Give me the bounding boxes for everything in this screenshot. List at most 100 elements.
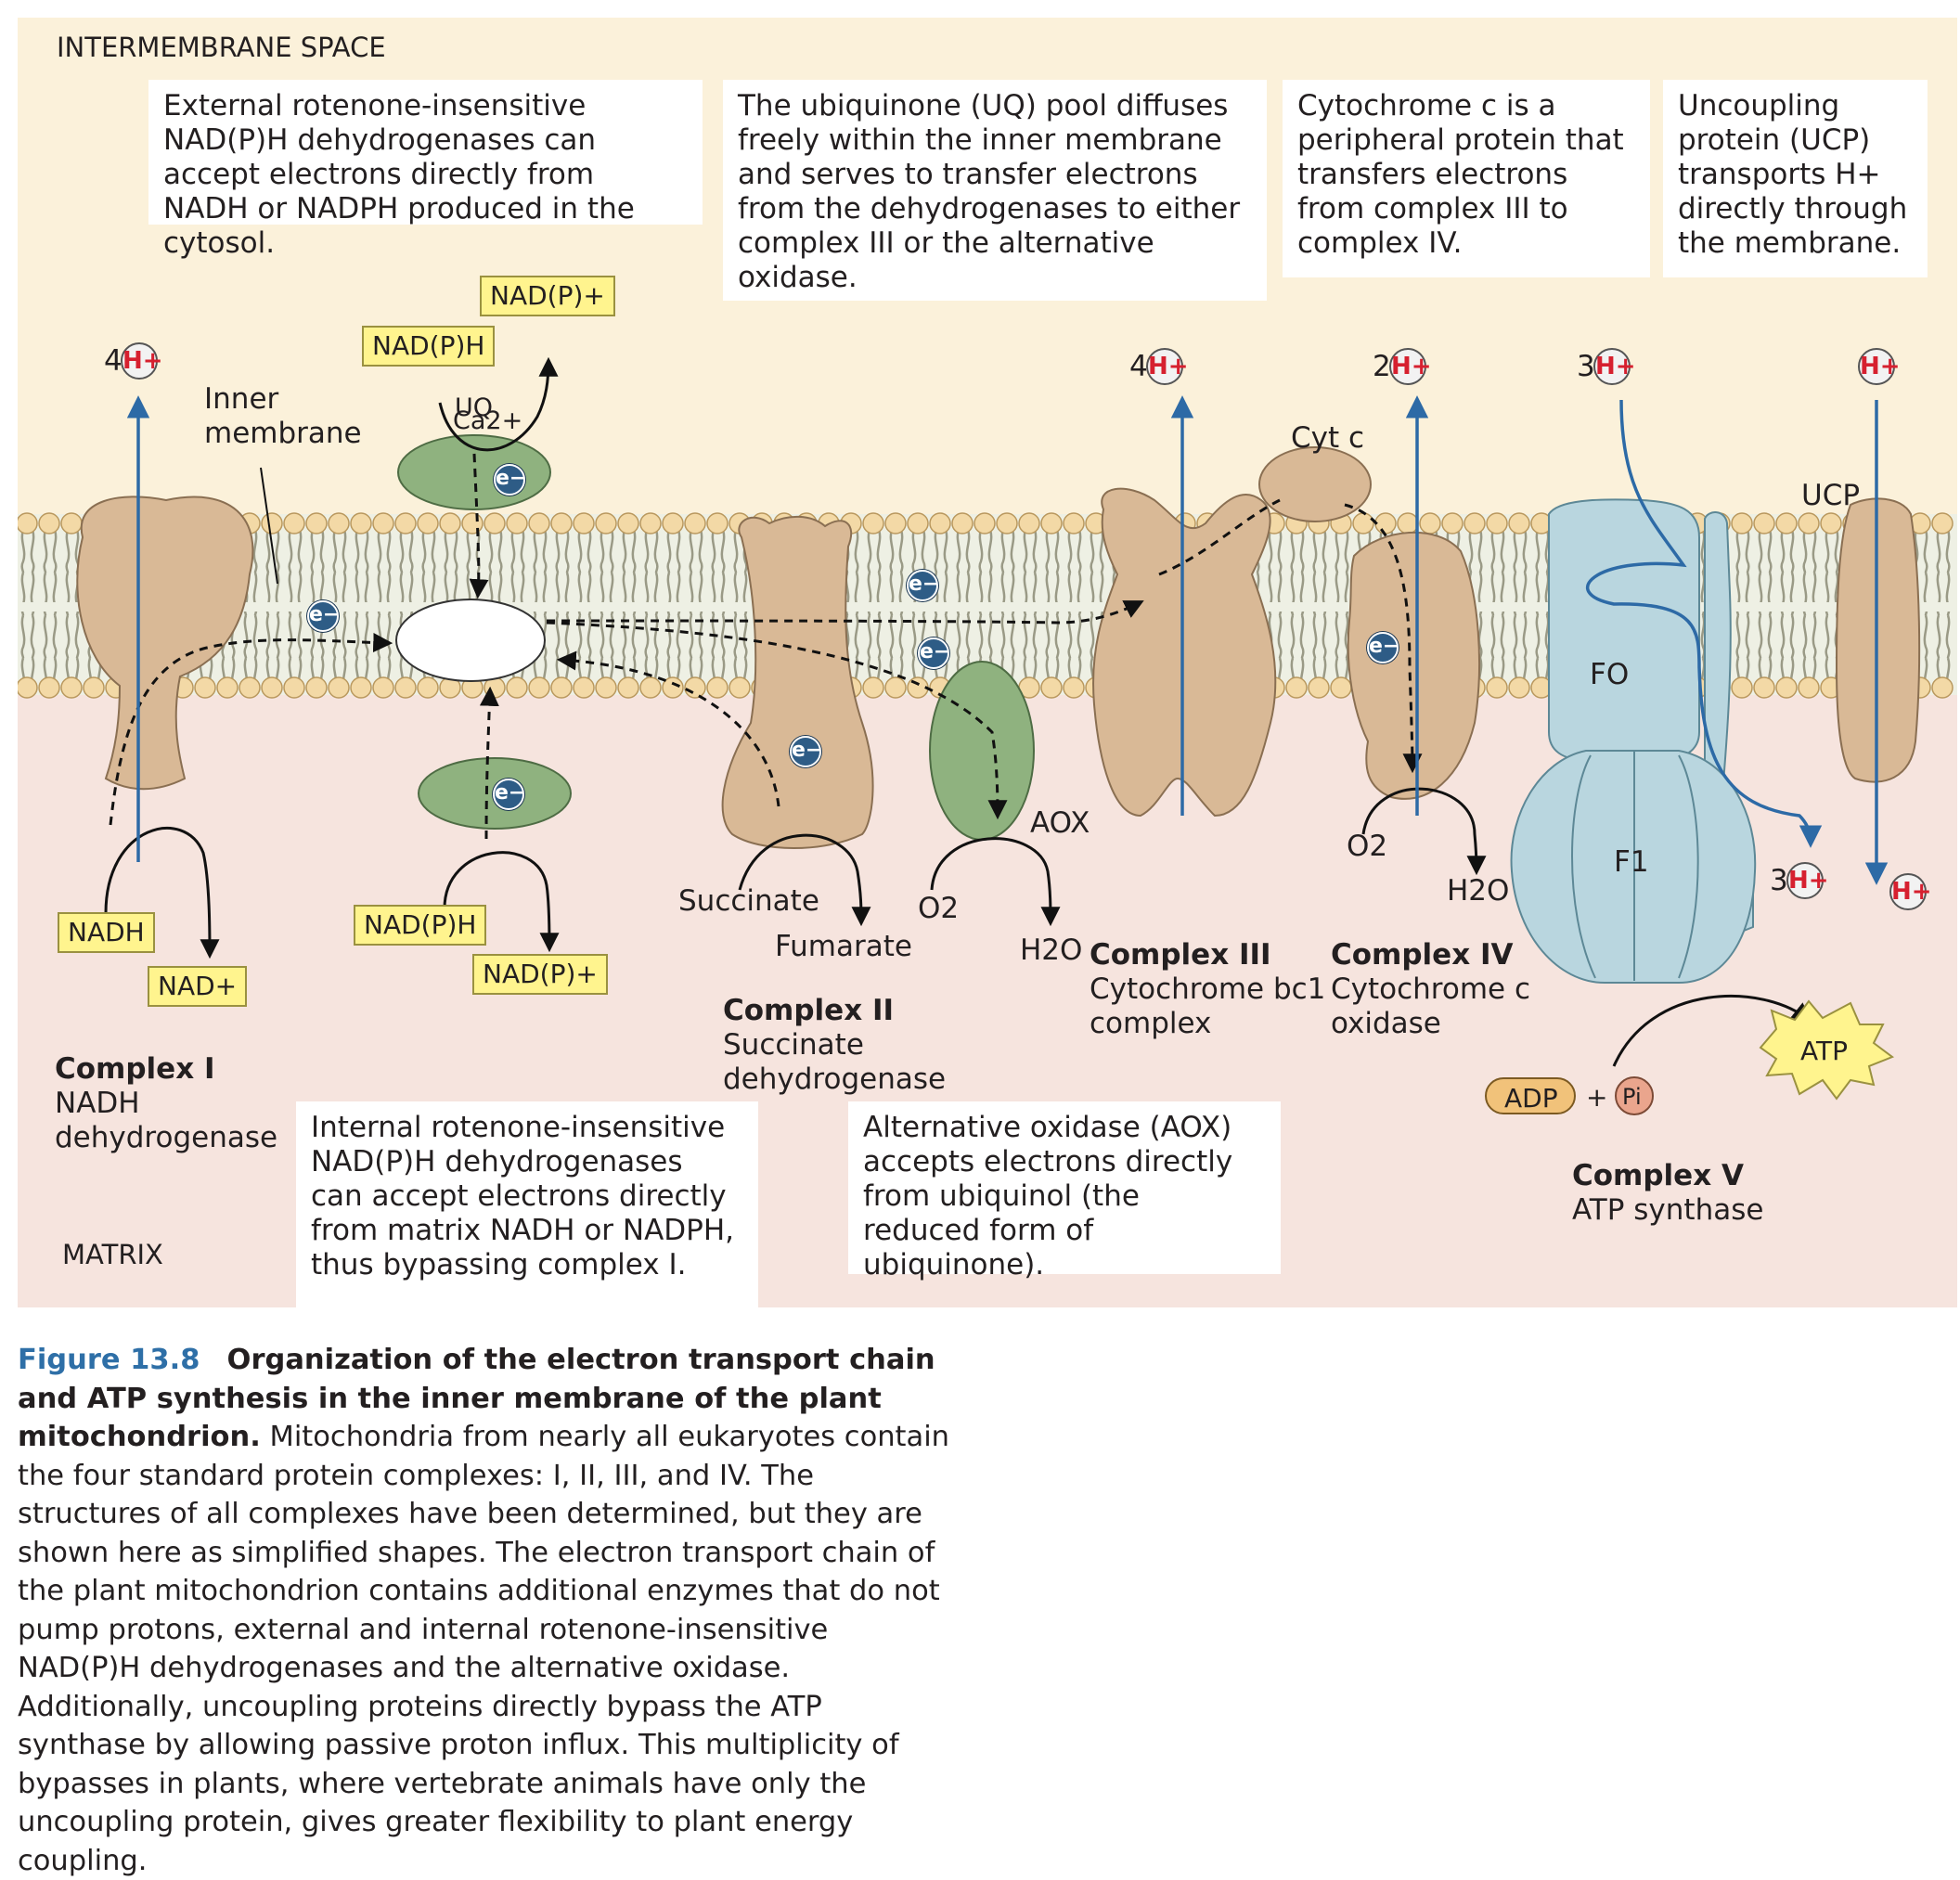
lipid-head bbox=[417, 676, 439, 699]
proton-complex-i: H+ bbox=[121, 342, 163, 380]
lipid-head bbox=[1308, 676, 1330, 699]
lipid-head bbox=[60, 676, 83, 699]
lipid-head bbox=[1820, 512, 1842, 534]
electron-flow-paths bbox=[109, 453, 1423, 840]
lipid-head bbox=[1508, 512, 1530, 534]
lipid-head bbox=[394, 512, 417, 534]
lipid-head bbox=[1063, 512, 1085, 534]
proton-ucp-in: H+ bbox=[1858, 348, 1901, 385]
proton-synthase-out: H+ bbox=[1786, 862, 1829, 899]
complex-i-name: NADH dehydrogenase bbox=[55, 1087, 278, 1154]
nad-box: NAD+ bbox=[148, 966, 248, 1007]
lipid-head bbox=[1798, 512, 1820, 534]
lipid-head bbox=[684, 676, 706, 699]
callout-cytochrome-c: Cytochrome c is a peripheral protein tha… bbox=[1283, 80, 1650, 277]
ucp-label: UCP bbox=[1801, 479, 1861, 512]
complex-v-name: ATP synthase bbox=[1572, 1193, 1764, 1227]
lipid-head bbox=[662, 512, 684, 534]
lipid-head bbox=[573, 512, 595, 534]
arrow-aox-o2 bbox=[930, 837, 1061, 927]
lipid-head bbox=[1063, 676, 1085, 699]
complex-v-title: Complex V bbox=[1572, 1159, 1744, 1192]
lipid-head bbox=[573, 676, 595, 699]
arrow-c4-o2 bbox=[1361, 787, 1487, 876]
h2o-complex-iv-label: H2O bbox=[1447, 874, 1510, 908]
aox-shape bbox=[929, 661, 1035, 841]
electron-internal-dh: e− bbox=[493, 779, 525, 810]
proton-count-complex-i: 4 bbox=[104, 344, 122, 378]
nad-text: NAD+ bbox=[158, 971, 238, 1001]
lipid-head bbox=[372, 512, 394, 534]
callout-external-dehydrogenases: External rotenone-insensitive NAD(P)H de… bbox=[148, 80, 703, 260]
lipid-head bbox=[907, 676, 929, 699]
complex-iv-shape bbox=[1347, 532, 1480, 800]
proton-complex-iv-text: H+ bbox=[1391, 353, 1432, 380]
lipid-head bbox=[617, 512, 639, 534]
complex-iv-name-b: oxidase bbox=[1331, 1007, 1441, 1040]
calcium-label: Ca2+ bbox=[453, 406, 523, 435]
electron-uq-top: e− bbox=[907, 570, 939, 601]
lipid-head bbox=[1486, 512, 1508, 534]
pi-circle bbox=[1615, 1076, 1654, 1115]
lipid-head bbox=[194, 676, 216, 699]
electron-uq-aox: e− bbox=[918, 637, 950, 669]
complex-iii-name-b: complex bbox=[1090, 1007, 1212, 1040]
lipid-head bbox=[706, 676, 729, 699]
fumarate-label: Fumarate bbox=[775, 930, 912, 963]
arrow-succinate bbox=[738, 833, 871, 927]
lipid-head bbox=[216, 676, 239, 699]
e-path-iii-to-cytc bbox=[1158, 498, 1281, 576]
lipid-head bbox=[1330, 676, 1352, 699]
lipid-head bbox=[1040, 676, 1063, 699]
proton-synthase-out-text: H+ bbox=[1788, 867, 1829, 895]
e-path-external-dh bbox=[469, 453, 489, 599]
electron-complex-ii: e− bbox=[790, 736, 822, 767]
lipid-head bbox=[662, 676, 684, 699]
lipid-head bbox=[1931, 676, 1954, 699]
complex-iv-title: Complex IV bbox=[1331, 938, 1514, 972]
complex-iii-label: Complex III Cytochrome bc1 complex bbox=[1090, 938, 1325, 1041]
figure-number: Figure 13.8 bbox=[18, 1344, 200, 1376]
lipid-head bbox=[929, 512, 951, 534]
internal-nadph-box: NAD(P)H bbox=[354, 905, 487, 946]
internal-nadp-box: NAD(P)+ bbox=[472, 954, 608, 995]
e-path-to-complex-iii bbox=[546, 600, 1144, 625]
electron-complex-i: e− bbox=[307, 600, 340, 632]
o2-complex-iv-label: O2 bbox=[1347, 830, 1388, 863]
proton-complex-iv: H+ bbox=[1389, 348, 1432, 385]
lipid-head bbox=[1931, 512, 1954, 534]
lipid-head bbox=[261, 676, 283, 699]
cytochrome-c-shape bbox=[1258, 446, 1372, 522]
h2o-aox-label: H2O bbox=[1020, 934, 1083, 967]
lipid-head bbox=[18, 676, 38, 699]
lipid-head bbox=[18, 512, 38, 534]
internal-nadp-text: NAD(P)+ bbox=[483, 959, 598, 989]
proton-count-complex-iii: 4 bbox=[1129, 350, 1148, 383]
plus-label: + bbox=[1586, 1082, 1608, 1113]
lipid-head bbox=[1397, 512, 1419, 534]
lipid-head bbox=[1040, 512, 1063, 534]
proton-complex-iii: H+ bbox=[1146, 348, 1189, 385]
inner-membrane-label: Inner membrane bbox=[204, 382, 362, 450]
proton-synthase-in: H+ bbox=[1593, 348, 1636, 385]
complex-iv-label: Complex IV Cytochrome c oxidase bbox=[1331, 938, 1530, 1041]
lipid-head bbox=[951, 512, 974, 534]
lipid-head bbox=[639, 676, 662, 699]
lipid-head bbox=[506, 676, 528, 699]
lipid-head bbox=[350, 512, 372, 534]
lipid-head bbox=[706, 512, 729, 534]
complex-iv-name-a: Cytochrome c bbox=[1331, 972, 1531, 1006]
lipid-head bbox=[729, 676, 751, 699]
proton-complex-iii-text: H+ bbox=[1148, 353, 1189, 380]
atp-synthase-shape bbox=[1510, 498, 1757, 984]
electron-transport-diagram: INTERMEMBRANE SPACE MATRIX External rote… bbox=[18, 18, 1957, 1308]
figure-title: Organization of the electron transport c… bbox=[18, 1344, 935, 1453]
complex-ii-title: Complex II bbox=[723, 994, 895, 1027]
lipid-head bbox=[528, 512, 550, 534]
lipid-head bbox=[484, 512, 506, 534]
lipid-head bbox=[639, 512, 662, 534]
lipid-head bbox=[1352, 512, 1374, 534]
lipid-head bbox=[1731, 512, 1753, 534]
aox-label: AOX bbox=[1030, 806, 1090, 840]
lipid-head bbox=[1419, 512, 1441, 534]
